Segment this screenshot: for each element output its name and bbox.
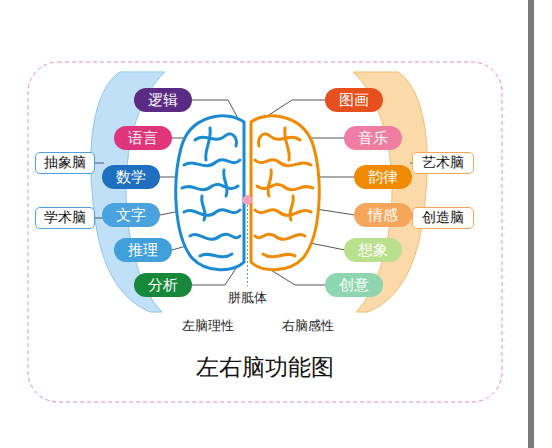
left-caption: 左脑理性 bbox=[182, 317, 234, 335]
node-text: 创意 bbox=[339, 276, 369, 295]
callosum-label: 胼胝体 bbox=[226, 289, 269, 307]
node-text: 逻辑 bbox=[148, 91, 178, 110]
title: 左右脑功能图 bbox=[196, 352, 334, 383]
side-box: 创造脑 bbox=[412, 207, 474, 229]
leader-lines bbox=[95, 100, 415, 285]
right-caption: 右脑感性 bbox=[282, 317, 334, 335]
dashed-frame bbox=[28, 62, 502, 402]
node-text: 语言 bbox=[128, 129, 158, 148]
pill: 逻辑 bbox=[134, 88, 192, 112]
pill: 语言 bbox=[114, 126, 172, 150]
node-text: 图画 bbox=[339, 91, 369, 110]
side-box: 抽象脑 bbox=[35, 152, 95, 174]
corpus-callosum-line bbox=[247, 205, 248, 286]
node-text: 抽象脑 bbox=[44, 154, 86, 172]
node-text: 分析 bbox=[148, 276, 178, 295]
pill: 想象 bbox=[344, 238, 402, 262]
pill: 情感 bbox=[354, 203, 412, 227]
side-box: 学术脑 bbox=[35, 207, 95, 229]
node-text: 艺术脑 bbox=[422, 154, 464, 172]
edge-bar bbox=[528, 0, 534, 448]
node-text: 创造脑 bbox=[422, 209, 464, 227]
corpus-callosum-dot bbox=[243, 195, 253, 205]
node-text: 情感 bbox=[368, 206, 398, 225]
pill: 文字 bbox=[102, 203, 160, 227]
left-hemisphere bbox=[176, 116, 244, 270]
node-text: 学术脑 bbox=[44, 209, 86, 227]
pill: 创意 bbox=[325, 273, 383, 297]
pill: 分析 bbox=[134, 273, 192, 297]
node-text: 韵律 bbox=[368, 168, 398, 187]
pill: 音乐 bbox=[344, 126, 402, 150]
pill: 韵律 bbox=[354, 165, 412, 189]
node-text: 文字 bbox=[116, 206, 146, 225]
pill: 推理 bbox=[114, 238, 172, 262]
right-hemisphere bbox=[251, 116, 319, 270]
pill: 图画 bbox=[325, 88, 383, 112]
pill: 数学 bbox=[102, 165, 160, 189]
node-text: 数学 bbox=[116, 168, 146, 187]
node-text: 推理 bbox=[128, 241, 158, 260]
node-text: 音乐 bbox=[358, 129, 388, 148]
side-box: 艺术脑 bbox=[412, 152, 474, 174]
node-text: 想象 bbox=[358, 241, 388, 260]
